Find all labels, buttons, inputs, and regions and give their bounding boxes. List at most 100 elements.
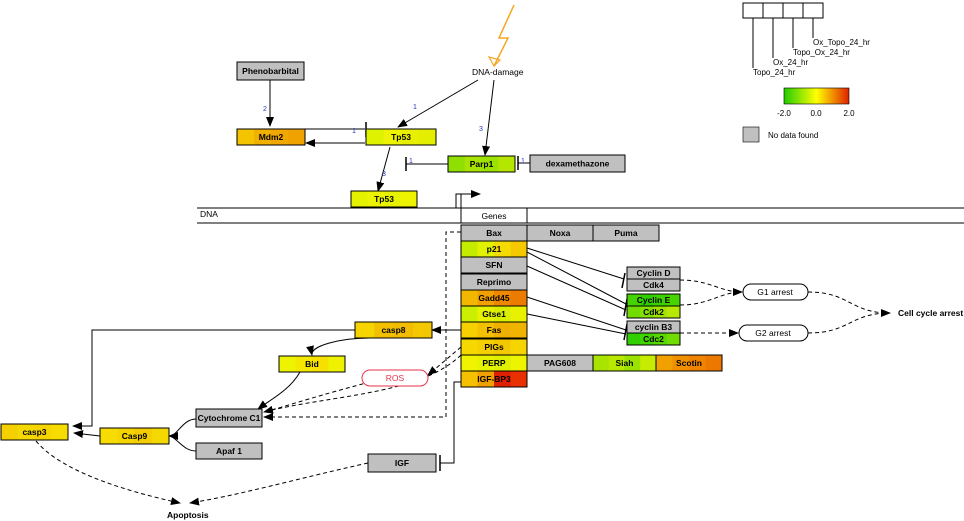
expression-cell <box>383 129 402 145</box>
node-label: PERP <box>482 358 505 368</box>
edge-p21-cyclind <box>526 247 625 280</box>
node-cyclin-b3[interactable]: cyclin B3 <box>626 320 681 334</box>
g1-arrest-node[interactable] <box>742 283 809 301</box>
node-label: Cyclin E <box>637 295 671 305</box>
node-border <box>350 190 418 208</box>
node-label: Gtse1 <box>482 309 506 319</box>
node-label: Parp1 <box>470 159 494 169</box>
cell-cycle-arrest-label: Cell cycle arrest <box>898 308 963 318</box>
expression-cell <box>237 62 304 80</box>
legend-column-label: Ox_24_hr <box>773 58 808 67</box>
node-label: Fas <box>487 325 502 335</box>
expression-cell <box>412 322 432 338</box>
node-tp53-mid[interactable]: Tp53 <box>350 190 418 208</box>
node-mdm2[interactable]: Mdm2 <box>236 128 306 146</box>
node-border <box>278 355 346 373</box>
node-label: Cyclin D <box>636 268 670 278</box>
node-cdk4[interactable]: Cdk4 <box>626 278 681 292</box>
node-p21[interactable]: p21 <box>460 240 528 258</box>
node-cdk2[interactable]: Cdk2 <box>626 305 681 319</box>
node-border <box>529 154 626 173</box>
expression-cell <box>254 129 272 145</box>
node-label: Bax <box>486 228 502 238</box>
expression-cell <box>355 322 375 338</box>
node-label: Cdc2 <box>643 334 664 344</box>
edge-ros-cytc <box>263 381 371 413</box>
edge-number-labels: 2 1 1 3 3 1 1 <box>263 104 525 178</box>
expression-cell <box>461 257 527 273</box>
node-parp1[interactable]: Parp1 <box>447 155 516 173</box>
node-reprimo[interactable]: Reprimo <box>460 273 528 291</box>
edge-casp8-bid <box>306 337 371 356</box>
node-pag608[interactable]: PAG608 <box>526 354 594 372</box>
node-border <box>460 370 528 388</box>
expression-cell <box>393 322 414 338</box>
node-apaf1[interactable]: Apaf 1 <box>195 442 263 460</box>
node-casp8[interactable]: casp8 <box>354 321 433 339</box>
node-tp53-top[interactable]: Tp53 <box>365 128 437 146</box>
node-cdc2[interactable]: Cdc2 <box>626 332 681 346</box>
node-label: casp8 <box>381 325 405 335</box>
expression-cell <box>477 241 495 257</box>
node-noxa[interactable]: Noxa <box>526 224 594 242</box>
edge-number: 1 <box>413 104 417 111</box>
expression-cell <box>1 424 19 440</box>
edge-casp3-apoptosis <box>35 440 181 506</box>
node-fas[interactable]: Fas <box>460 321 528 339</box>
dna-label: DNA <box>200 209 218 219</box>
node-igfbp3[interactable]: IGF-BP3 <box>460 370 528 388</box>
node-casp9[interactable]: Casp9 <box>99 427 170 445</box>
node-sfn[interactable]: SFN <box>460 256 528 274</box>
dna-damage-label: DNA-damage <box>472 67 524 77</box>
node-label: Reprimo <box>477 277 511 287</box>
edge-apaf1-casp9 <box>171 436 197 452</box>
node-bid[interactable]: Bid <box>278 355 346 373</box>
expression-cell <box>510 290 527 306</box>
edge-dnadamage-tp53 <box>397 79 479 128</box>
expression-cell <box>288 129 305 145</box>
node-scotin[interactable]: Scotin <box>655 354 723 372</box>
expression-cell <box>672 355 690 371</box>
node-label: Bid <box>305 359 319 369</box>
expression-cell <box>196 409 262 427</box>
expression-cell <box>418 129 436 145</box>
node-pigs[interactable]: PIGs <box>460 338 528 356</box>
node-label: Gadd45 <box>478 293 509 303</box>
expression-cell <box>366 129 384 145</box>
node-phenobarbital[interactable]: Phenobarbital <box>236 61 305 81</box>
expression-cell <box>374 322 394 338</box>
node-gadd45[interactable]: Gadd45 <box>460 289 528 307</box>
node-perp[interactable]: PERP <box>460 354 528 372</box>
node-puma[interactable]: Puma <box>592 224 660 242</box>
edge-casp9-casp3 <box>73 430 101 439</box>
node-dexamethazone[interactable]: dexamethazone <box>529 154 626 173</box>
expression-cell <box>627 306 641 318</box>
g2-arrest-node[interactable] <box>738 324 809 342</box>
edge-number: 1 <box>352 128 356 135</box>
expression-cell <box>477 371 495 387</box>
node-bax[interactable]: Bax <box>460 224 528 242</box>
node-cytochrome-c1[interactable]: Cytochrome C1 <box>195 408 263 428</box>
node-cyclin-e[interactable]: Cyclin E <box>626 293 681 307</box>
node-border <box>592 224 660 242</box>
node-gtse1[interactable]: Gtse1 <box>460 305 528 323</box>
node-border <box>655 354 723 372</box>
expression-cell <box>400 191 417 207</box>
node-igf[interactable]: IGF <box>367 453 437 473</box>
node-border <box>354 321 433 339</box>
node-cyclin-d[interactable]: Cyclin D <box>626 266 681 280</box>
expression-cell <box>608 355 625 371</box>
expression-cell <box>17 424 35 440</box>
node-siah[interactable]: Siah <box>592 354 657 372</box>
expression-cell <box>494 371 511 387</box>
expression-cell <box>656 355 673 371</box>
node-label: Tp53 <box>391 132 411 142</box>
node-border <box>626 278 681 292</box>
expression-cell <box>640 294 654 306</box>
scale-min-label: -2.0 <box>777 109 791 118</box>
node-casp3[interactable]: casp3 <box>0 423 69 441</box>
expression-cell <box>384 191 401 207</box>
ros-node[interactable] <box>361 369 429 387</box>
expression-cell <box>367 191 385 207</box>
node-border <box>626 305 681 319</box>
